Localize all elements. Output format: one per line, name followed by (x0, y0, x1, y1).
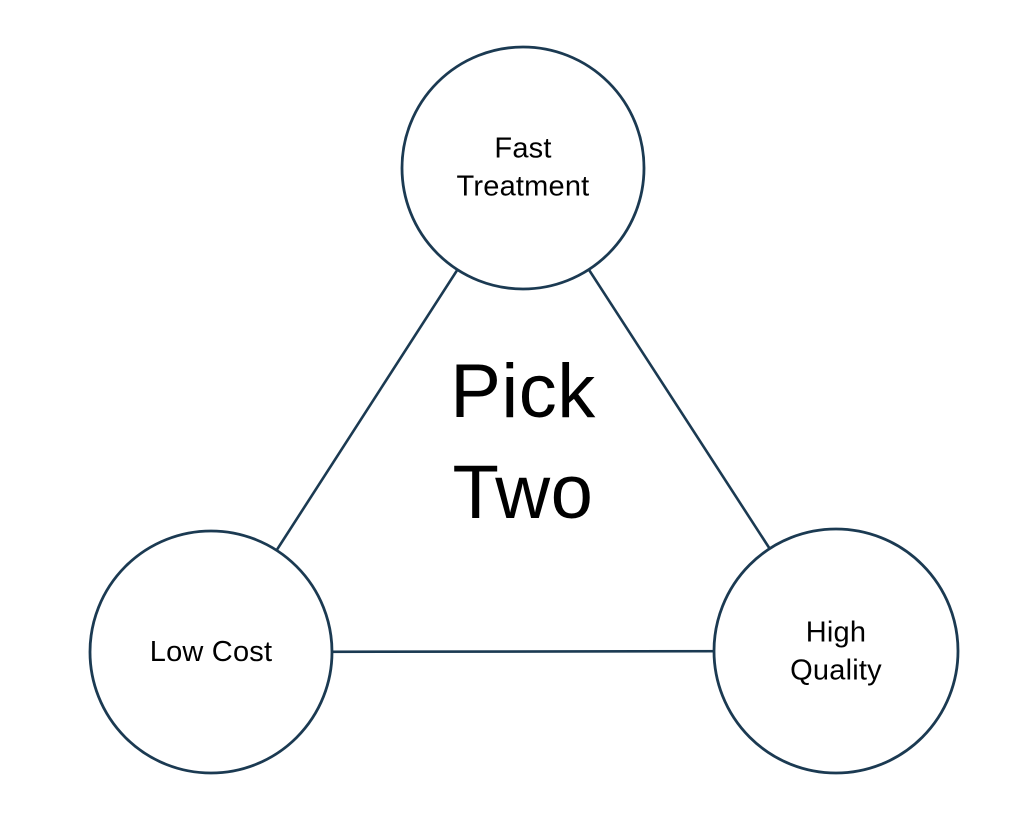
node-circle-high-quality (712, 527, 960, 775)
diagram-title: Pick Two (450, 348, 596, 535)
node-label-low-cost: Low Cost (149, 636, 273, 669)
node-circle-low-cost (88, 529, 334, 775)
node-circle-fast-treatment (400, 45, 646, 291)
node-label-fast-treatment: Fast Treatment (456, 132, 590, 202)
node-label-high-quality: High Quality (790, 616, 882, 686)
